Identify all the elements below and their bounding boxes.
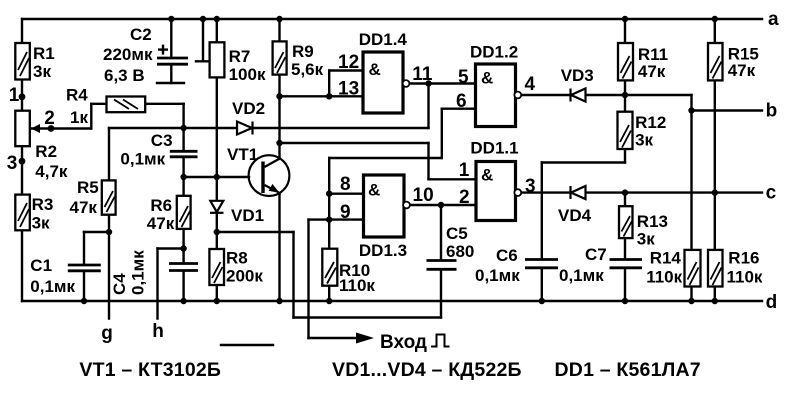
svg-text:C1: C1 bbox=[30, 256, 52, 275]
svg-text:1: 1 bbox=[459, 160, 470, 181]
svg-text:12: 12 bbox=[338, 52, 359, 73]
svg-text:0,1мк: 0,1мк bbox=[129, 250, 148, 295]
svg-text:C6: C6 bbox=[496, 246, 518, 265]
svg-text:h: h bbox=[152, 321, 164, 342]
svg-text:9: 9 bbox=[340, 202, 351, 223]
svg-text:C5: C5 bbox=[446, 224, 468, 243]
svg-text:200к: 200к bbox=[226, 267, 263, 286]
svg-text:11: 11 bbox=[412, 64, 433, 85]
svg-text:С4: С4 bbox=[110, 273, 129, 295]
svg-text:&: & bbox=[369, 60, 381, 79]
svg-text:0,1мк: 0,1мк bbox=[120, 150, 165, 169]
svg-text:2: 2 bbox=[459, 187, 470, 208]
svg-text:2: 2 bbox=[44, 108, 55, 129]
svg-text:R3: R3 bbox=[32, 195, 54, 214]
svg-text:1к: 1к bbox=[70, 108, 88, 127]
svg-text:100к: 100к bbox=[229, 65, 266, 84]
svg-text:47к: 47к bbox=[70, 198, 98, 217]
svg-text:47к: 47к bbox=[638, 62, 666, 81]
svg-text:R2: R2 bbox=[35, 142, 57, 161]
svg-text:R10: R10 bbox=[339, 261, 370, 280]
svg-text:DD1 – К561ЛА7: DD1 – К561ЛА7 bbox=[555, 359, 701, 381]
svg-text:R6: R6 bbox=[150, 196, 172, 215]
svg-text:DD1.4: DD1.4 bbox=[359, 30, 408, 49]
svg-text:DD1.1: DD1.1 bbox=[470, 139, 518, 158]
svg-text:4,7к: 4,7к bbox=[35, 162, 68, 181]
svg-text:6: 6 bbox=[456, 91, 467, 112]
svg-text:a: a bbox=[768, 9, 779, 30]
svg-text:C3: C3 bbox=[151, 131, 173, 150]
svg-text:C2: C2 bbox=[130, 25, 152, 44]
svg-text:3к: 3к bbox=[33, 62, 51, 81]
svg-text:3к: 3к bbox=[637, 230, 655, 249]
svg-text:220мк: 220мк bbox=[103, 45, 153, 64]
svg-text:VD4: VD4 bbox=[558, 206, 592, 225]
svg-text:47к: 47к bbox=[728, 61, 756, 80]
svg-text:d: d bbox=[766, 292, 778, 313]
svg-text:&: & bbox=[368, 181, 380, 200]
svg-text:0,1мк: 0,1мк bbox=[559, 266, 604, 285]
svg-text:R5: R5 bbox=[77, 178, 99, 197]
svg-text:5,6к: 5,6к bbox=[291, 60, 324, 79]
svg-text:110к: 110к bbox=[727, 268, 763, 287]
svg-text:0,1мк: 0,1мк bbox=[475, 266, 520, 285]
svg-text:0,1мк: 0,1мк bbox=[30, 277, 75, 296]
svg-text:Вход: Вход bbox=[380, 332, 427, 353]
svg-text:8: 8 bbox=[340, 174, 351, 195]
svg-text:VD2: VD2 bbox=[232, 99, 265, 118]
svg-text:1: 1 bbox=[9, 85, 20, 106]
svg-text:g: g bbox=[101, 323, 113, 344]
svg-text:47к: 47к bbox=[147, 214, 175, 233]
svg-text:R14: R14 bbox=[650, 249, 682, 268]
svg-text:13: 13 bbox=[338, 79, 359, 100]
svg-text:6,3 В: 6,3 В bbox=[104, 66, 145, 85]
svg-text:DD1.2: DD1.2 bbox=[470, 43, 518, 62]
svg-text:3: 3 bbox=[7, 153, 18, 174]
svg-text:R4: R4 bbox=[66, 86, 88, 105]
svg-text:VD1...VD4 – КД522Б: VD1...VD4 – КД522Б bbox=[332, 359, 522, 381]
svg-text:R8: R8 bbox=[226, 249, 248, 268]
svg-text:VT1: VT1 bbox=[227, 145, 258, 164]
svg-text:VD1: VD1 bbox=[231, 206, 264, 225]
svg-text:4: 4 bbox=[525, 74, 536, 95]
svg-text:R15: R15 bbox=[728, 45, 759, 64]
svg-text:R9: R9 bbox=[292, 42, 314, 61]
svg-text:3: 3 bbox=[525, 176, 536, 197]
svg-text:&: & bbox=[481, 69, 493, 88]
svg-text:680: 680 bbox=[446, 242, 474, 261]
svg-text:3к: 3к bbox=[635, 131, 653, 150]
svg-text:c: c bbox=[766, 183, 777, 204]
svg-text:110к: 110к bbox=[339, 276, 375, 295]
svg-text:VD3: VD3 bbox=[561, 66, 594, 85]
svg-text:R13: R13 bbox=[637, 212, 668, 231]
svg-text:DD1.3: DD1.3 bbox=[359, 241, 407, 260]
svg-text:R7: R7 bbox=[229, 47, 251, 66]
svg-text:C7: C7 bbox=[585, 245, 607, 264]
svg-text:R1: R1 bbox=[33, 44, 55, 63]
svg-text:VT1 – КТ3102Б: VT1 – КТ3102Б bbox=[79, 359, 221, 381]
svg-text:b: b bbox=[766, 101, 778, 122]
svg-text:R12: R12 bbox=[635, 113, 666, 132]
svg-text:R11: R11 bbox=[638, 45, 668, 64]
svg-text:5: 5 bbox=[458, 67, 469, 88]
svg-text:R16: R16 bbox=[728, 249, 759, 268]
svg-text:10: 10 bbox=[413, 185, 434, 206]
svg-text:110к: 110к bbox=[646, 268, 682, 287]
svg-text:3к: 3к bbox=[32, 214, 50, 233]
svg-text:&: & bbox=[481, 166, 493, 185]
